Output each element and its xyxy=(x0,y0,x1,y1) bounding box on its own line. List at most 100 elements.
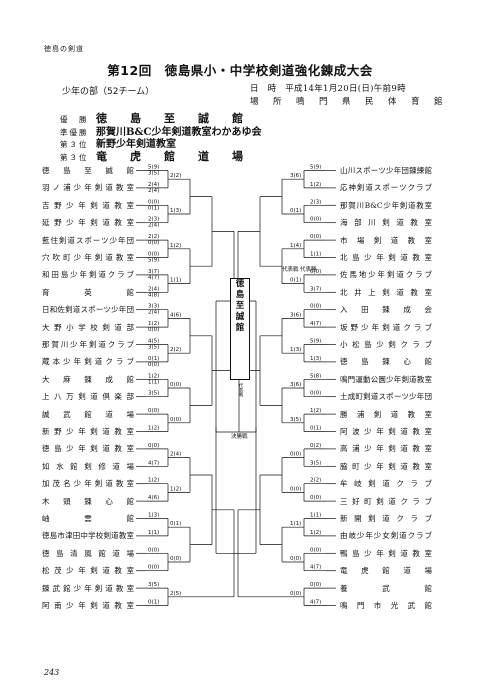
match-score: 0(0) xyxy=(310,495,321,501)
match-score: 3(5) xyxy=(148,345,159,351)
match-score: 1(1) xyxy=(310,513,321,519)
match-score: 1(2) xyxy=(170,486,181,492)
team-name: 由岐少年少女剣道クラブ xyxy=(340,531,432,541)
rank-team: 新野少年剣道教室 xyxy=(96,139,176,150)
match-score: 0(0) xyxy=(148,362,159,368)
match-score: 1(1) xyxy=(290,521,301,527)
team-name: 羽ノ浦少年剣道教室 xyxy=(42,183,134,193)
match-score: 0(0) xyxy=(148,199,159,205)
rank-label: 優 勝 xyxy=(60,115,89,124)
match-score: 0(0) xyxy=(148,408,159,414)
team-name: 勝浦剣道教室 xyxy=(340,409,432,419)
match-score: 2(2) xyxy=(148,234,159,240)
section-header: 徳島の剣道 xyxy=(44,45,84,53)
match-score: 5(9) xyxy=(310,165,321,171)
match-score: 5(9) xyxy=(310,339,321,345)
team-name: 阿波少年剣道教室 xyxy=(340,427,432,436)
team-name: 三好町剣道クラブ xyxy=(340,496,432,506)
match-score: 1(1) xyxy=(170,278,181,284)
rank-row: 第３位 竜 虎 館 道 場 xyxy=(60,148,261,163)
team-name: 新野少年剣道教室 xyxy=(42,427,134,436)
team-name: 入田錬成会 xyxy=(340,305,432,315)
rank-row: 第３位 新野少年剣道教室 xyxy=(60,135,261,150)
match-score: 3(7) xyxy=(310,286,321,292)
match-score: 3(5) xyxy=(290,417,301,423)
match-score: 0(0) xyxy=(148,252,159,258)
team-name: 延野少年剣道教室 xyxy=(42,218,134,228)
match-score: 0(0) xyxy=(310,391,321,397)
match-score: 2(4) xyxy=(148,188,159,194)
team-name: 養武館 xyxy=(340,583,432,593)
team-name: 木頭錬心館 xyxy=(42,496,134,506)
team-name: 新開剣道クラブ xyxy=(340,514,432,523)
match-score: 1(1) xyxy=(148,379,159,385)
rank-team: 那賀川B&C少年剣道教室わかあゆ会 xyxy=(96,126,262,138)
team-name: 育英館 xyxy=(42,287,134,297)
match-score: 0(0) xyxy=(290,556,301,562)
champion-box: 徳島至誠館 xyxy=(230,278,250,380)
match-score: 1(2) xyxy=(310,182,321,188)
match-score: 1(2) xyxy=(148,373,159,379)
team-name: 佐馬地少年剣道クラブ xyxy=(340,270,432,280)
rank-label: 第３位 xyxy=(60,140,89,149)
event-venue: 場 所 鳴 門 県 民 体 育 館 xyxy=(250,97,446,107)
team-name: 高浦少年剣道教室 xyxy=(340,444,432,454)
match-score: 4(6) xyxy=(170,312,181,318)
team-name: 那賀川少年剣道クラブ xyxy=(42,340,134,349)
match-score: 2(4) xyxy=(170,452,181,458)
match-score: 2(4) xyxy=(148,182,159,188)
team-name: 如水館剣修道場 xyxy=(42,461,134,471)
match-score: 1(2) xyxy=(148,478,159,484)
match-score: 3(3) xyxy=(148,304,159,310)
team-name: 応神剣道スポーツクラブ xyxy=(340,183,432,193)
team-name: 徳島錬心館 xyxy=(340,357,432,367)
team-name: 藍住剣道スポーツ少年団 xyxy=(42,235,134,245)
match-score: 4(7) xyxy=(148,275,159,281)
team-name: 大麻錬成館 xyxy=(42,374,134,384)
match-score: 5(9) xyxy=(148,258,159,264)
match-score: 3(6) xyxy=(290,382,301,388)
rank-team: 竜 虎 館 道 場 xyxy=(96,149,249,163)
match-score: 2(2) xyxy=(170,173,181,179)
rank-row: 優 勝 徳 島 至 誠 館 xyxy=(60,110,261,125)
match-score: 2(2) xyxy=(170,347,181,353)
match-score: 1(3) xyxy=(170,208,181,214)
match-score: 3(6) xyxy=(290,312,301,318)
match-score: 1(2) xyxy=(148,321,159,327)
team-name: 阿南少年剣道教室 xyxy=(42,601,134,610)
match-score: 1(1) xyxy=(310,252,321,258)
match-score: 0(1) xyxy=(148,205,159,211)
match-score: 2(4) xyxy=(148,223,159,229)
match-score: 4(7) xyxy=(310,321,321,327)
match-score: 0(0) xyxy=(148,565,159,571)
match-score: 0(0) xyxy=(310,582,321,588)
match-score: 0(0) xyxy=(148,443,159,449)
bout-note: 代表勝 xyxy=(300,265,317,273)
match-score: 1(2) xyxy=(310,408,321,414)
match-score: 3(7) xyxy=(148,269,159,275)
team-name: 竜虎館道場 xyxy=(340,566,432,576)
bout-note: 代表戦 xyxy=(282,265,299,273)
match-score: 2(4) xyxy=(148,286,159,292)
team-name: 山川スポーツ少年団錬練館 xyxy=(340,166,432,175)
match-score: 2(5) xyxy=(170,591,181,597)
team-name: 穴吹町少年剣道教室 xyxy=(42,253,134,262)
page-number: 243 xyxy=(44,668,60,677)
match-score: 2(3) xyxy=(310,199,321,205)
match-score: 0(1) xyxy=(170,521,181,527)
team-name: 坂野少年剣道クラブ xyxy=(340,322,432,332)
team-name: 小松島少剣クラブ xyxy=(340,340,432,349)
match-score: 0(1) xyxy=(148,356,159,362)
match-score: 4(7) xyxy=(148,460,159,466)
match-score: 1(3) xyxy=(290,347,301,353)
match-score: 2(4) xyxy=(148,310,159,316)
match-score: 4(7) xyxy=(310,565,321,571)
team-name: 徳島清風館道場 xyxy=(42,548,134,558)
champion-note: 代表戦 xyxy=(238,383,243,397)
match-score: 0(0) xyxy=(310,234,321,240)
match-score: 4(6) xyxy=(148,495,159,501)
match-score: 1(3) xyxy=(310,356,321,362)
match-score: 4(8) xyxy=(148,292,159,298)
